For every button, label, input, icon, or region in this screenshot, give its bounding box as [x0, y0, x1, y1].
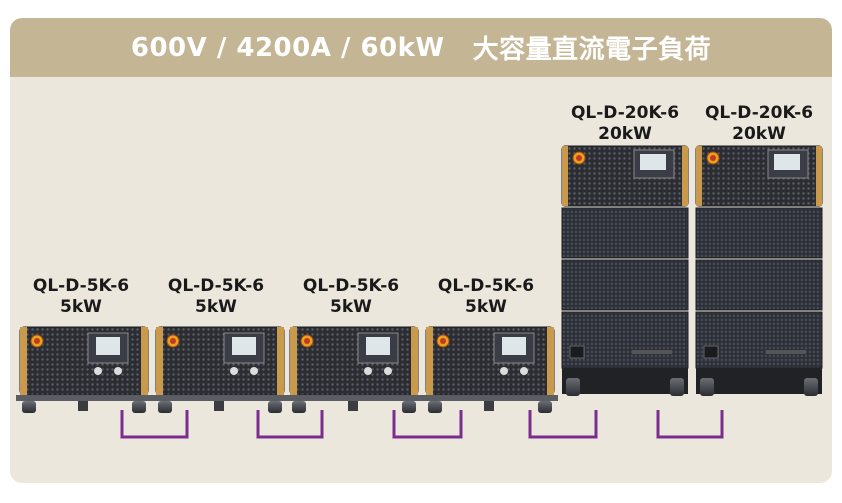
- unit-model: QL-D-20K-6: [570, 103, 680, 123]
- link-5-6: [656, 410, 724, 439]
- unit-power: 20kW: [732, 124, 786, 144]
- unit-label-3: QL-D-5K-6 5kW: [286, 276, 416, 318]
- load-unit-3: [286, 326, 422, 413]
- unit-power: 5kW: [195, 297, 237, 317]
- unit-model: QL-D-5K-6: [32, 276, 130, 296]
- link-1-2: [120, 410, 189, 439]
- title-banner: 600V / 4200A / 60kW 大容量直流電子負荷: [10, 18, 832, 77]
- load-unit-1: [16, 326, 152, 413]
- unit-label-1: QL-D-5K-6 5kW: [16, 276, 146, 318]
- load-unit-5: [561, 145, 689, 396]
- unit-power: 5kW: [330, 297, 372, 317]
- link-2-3: [256, 410, 324, 439]
- unit-label-6: QL-D-20K-6 20kW: [694, 103, 824, 145]
- main-panel: 600V / 4200A / 60kW 大容量直流電子負荷: [10, 18, 832, 483]
- load-unit-2: [152, 326, 288, 413]
- unit-model: QL-D-5K-6: [437, 276, 535, 296]
- load-unit-6: [695, 145, 823, 396]
- banner-title: 大容量直流電子負荷: [472, 35, 712, 65]
- unit-label-5: QL-D-20K-6 20kW: [560, 103, 690, 145]
- unit-label-2: QL-D-5K-6 5kW: [151, 276, 281, 318]
- spec-text: 600V / 4200A / 60kW: [130, 32, 445, 63]
- unit-model: QL-D-5K-6: [167, 276, 265, 296]
- unit-label-4: QL-D-5K-6 5kW: [421, 276, 551, 318]
- unit-power: 5kW: [465, 297, 507, 317]
- link-4-5: [528, 410, 598, 439]
- unit-power: 5kW: [60, 297, 102, 317]
- unit-power: 20kW: [598, 124, 652, 144]
- unit-model: QL-D-5K-6: [302, 276, 400, 296]
- parallel-links: [120, 410, 724, 439]
- load-unit-4: [422, 326, 558, 413]
- link-3-4: [392, 410, 463, 439]
- unit-model: QL-D-20K-6: [704, 103, 814, 123]
